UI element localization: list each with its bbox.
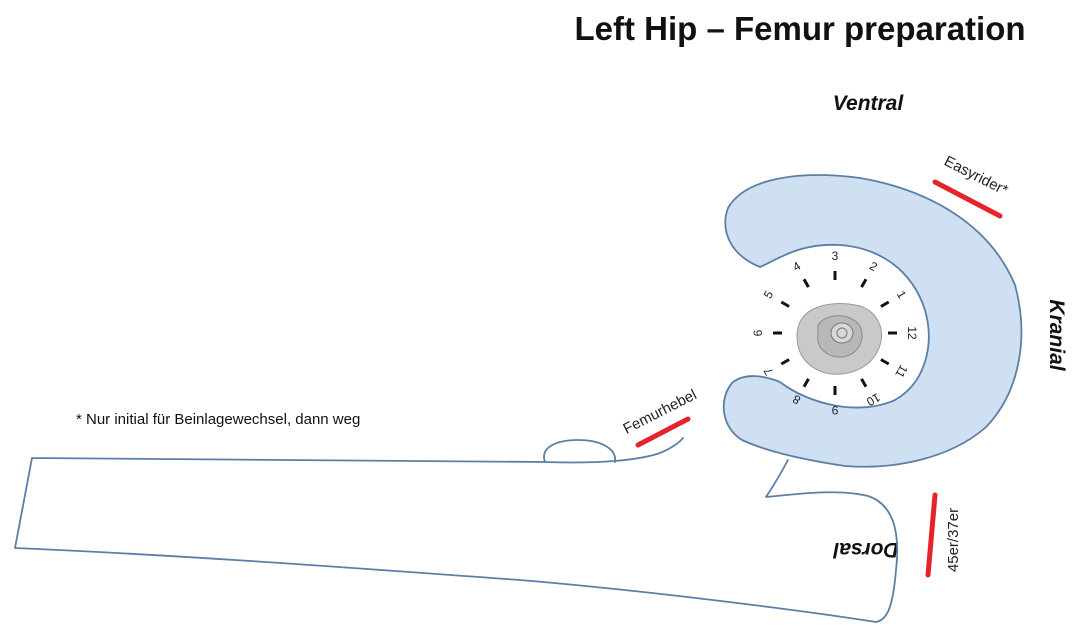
femurhebel-label: Femurhebel [620,386,699,437]
clock-number-12: 12 [905,326,919,340]
clock-number-4: 4 [790,259,803,275]
femur-outline [15,438,897,622]
clock-number-9: 9 [831,403,838,417]
clock-tick-4 [804,279,809,287]
clock-number-5: 5 [761,288,777,301]
clock-tick-7 [781,360,789,365]
clock-number-2: 2 [867,259,880,275]
clock-number-7: 7 [761,365,777,378]
clock-number-6: 6 [751,329,765,336]
clock-number-11: 11 [892,363,911,381]
clock-tick-1 [881,302,889,307]
direction-dorsal-label: Dorsal [832,538,899,561]
clock-number-1: 1 [894,288,910,301]
instrument-femurhebel: Femurhebel [620,386,699,445]
page-title: Left Hip – Femur preparation [574,10,1025,47]
footnote-text: * Nur initial für Beinlagewechsel, dann … [76,411,360,428]
45er37er-label: 45er/37er [945,508,962,572]
clock-tick-8 [804,379,809,387]
clock-tick-11 [881,360,889,365]
clock-tick-2 [862,279,867,287]
45er37er-marker [928,495,935,575]
clock-number-3: 3 [832,249,839,263]
instrument-45er37er: 45er/37er [928,495,962,575]
clock-tick-10 [862,379,867,387]
clock-tick-5 [781,302,789,307]
femoral-head [797,304,882,375]
direction-kranial-label: Kranial [1045,299,1068,371]
lesser-trochanter-outline [544,440,615,462]
instrument-easyrider: Easyrider* [935,153,1011,216]
direction-ventral-label: Ventral [833,92,905,115]
